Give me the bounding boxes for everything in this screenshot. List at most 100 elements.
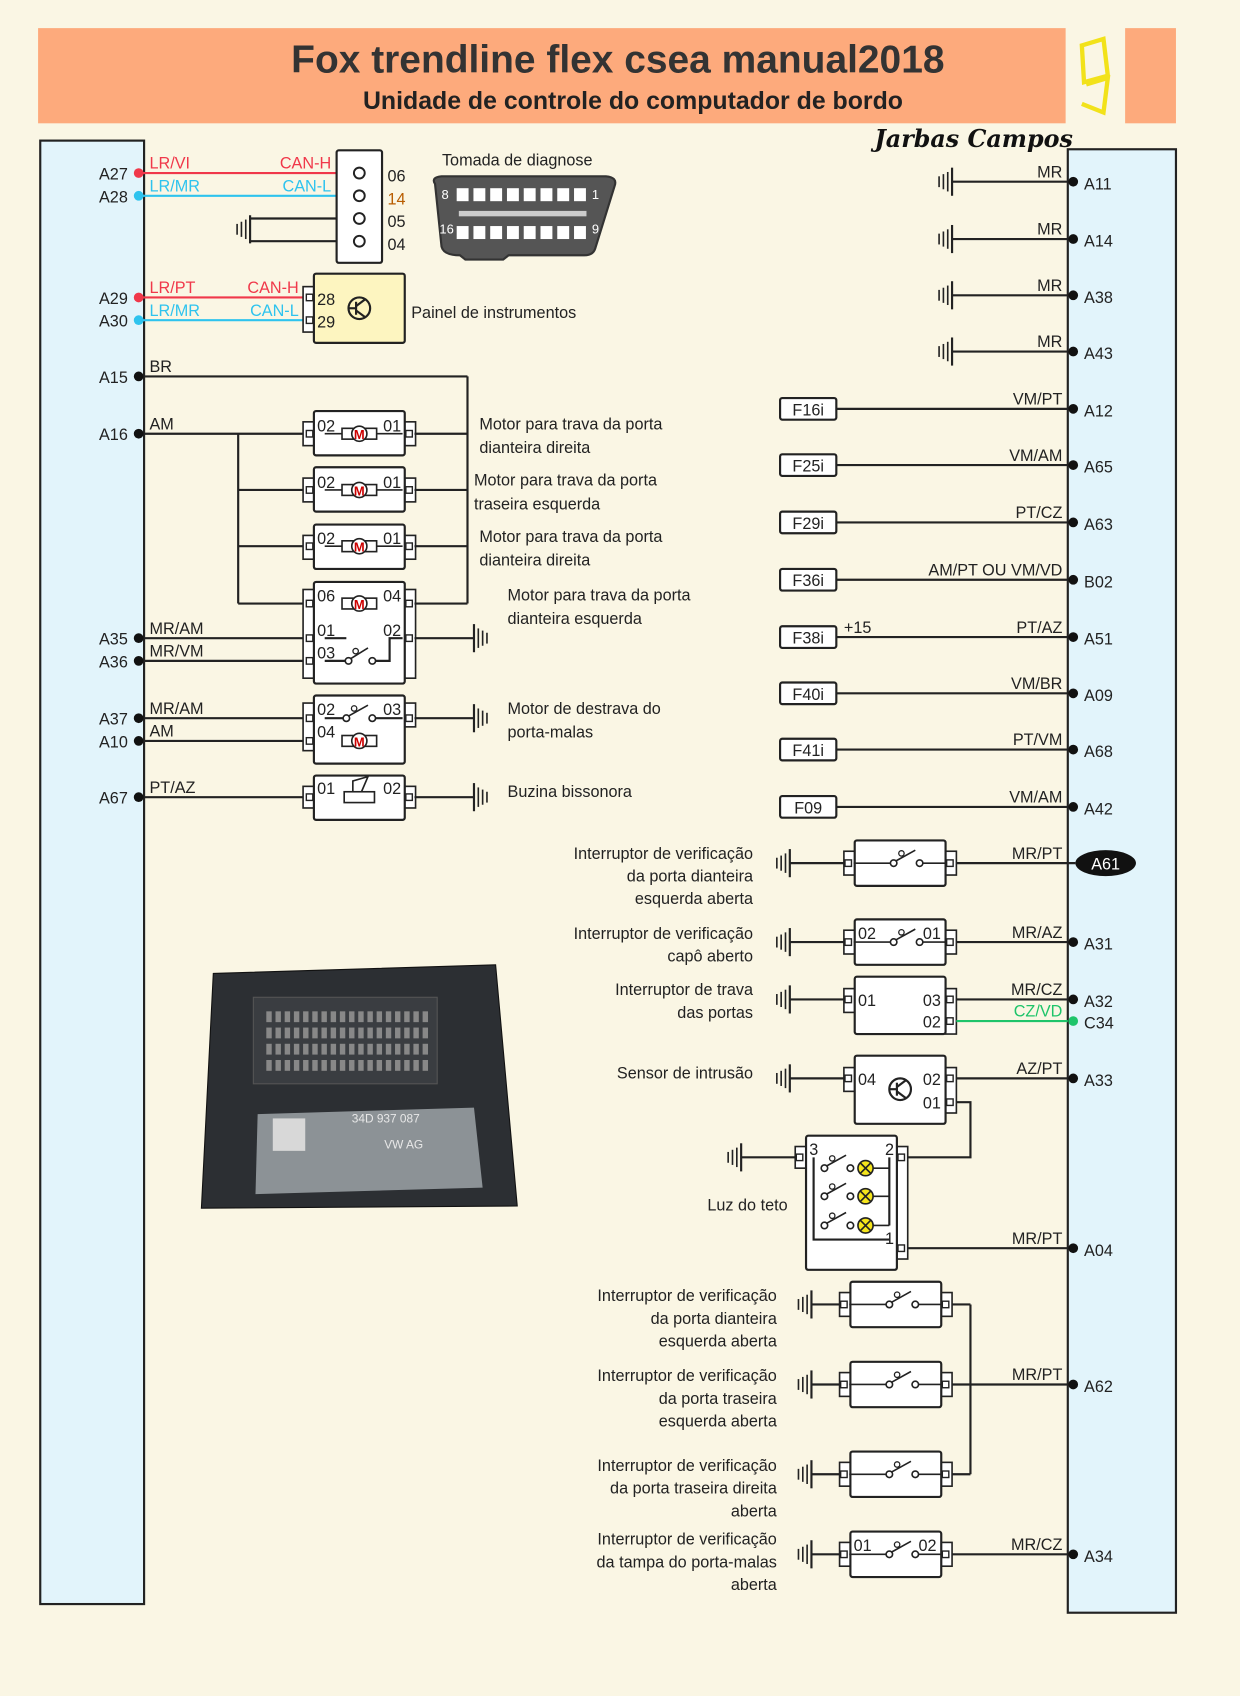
connector-tab <box>896 1145 909 1260</box>
wire-color-label: LR/VI <box>149 155 190 173</box>
lamp-icon <box>857 1217 874 1234</box>
obd-pin <box>523 226 536 240</box>
pin-terminal <box>941 1300 950 1309</box>
pin-label-a36: A36 <box>99 653 128 671</box>
obd-pin <box>574 188 586 202</box>
pin-number: 01 <box>383 418 401 436</box>
socket-icon <box>352 166 366 180</box>
ignition-note: +15 <box>844 619 872 637</box>
component-label: das portas <box>677 1004 753 1022</box>
connector-pin-dot <box>1068 403 1079 414</box>
pin-terminal <box>305 736 314 745</box>
pin-number: 1 <box>885 1230 894 1248</box>
pin-number: 03 <box>923 992 941 1010</box>
signal-label: CAN-H <box>247 279 298 297</box>
component-label: Interruptor de verificação <box>574 845 753 863</box>
module-pin <box>349 1027 355 1039</box>
horn-icon <box>343 790 376 804</box>
pin-terminal <box>945 938 954 947</box>
module-pin <box>330 1060 337 1071</box>
wire-color-label: LR/MR <box>149 302 199 320</box>
module-pin <box>404 1027 410 1039</box>
pin-label-a37: A37 <box>99 711 128 729</box>
motor-icon: M <box>341 595 378 612</box>
pin-number: 3 <box>809 1141 818 1159</box>
module-pin <box>422 1060 429 1071</box>
module-brand: VW AG <box>384 1138 423 1152</box>
pin-label-a63: A63 <box>1084 516 1113 534</box>
ground-icon <box>938 224 954 254</box>
header-side-block <box>1125 28 1176 124</box>
svg-text:M: M <box>354 427 365 442</box>
module-pin <box>321 1060 327 1071</box>
connector-pin-dot <box>1068 1549 1079 1560</box>
module-pin <box>367 1060 373 1071</box>
socket-icon <box>352 212 366 225</box>
component-label: Interruptor de verificação <box>597 1457 776 1475</box>
component-label: da porta dianteira <box>651 1310 778 1328</box>
component-label: Interruptor de verificação <box>597 1367 776 1385</box>
pin-label-a34: A34 <box>1084 1548 1113 1566</box>
obd-pin-label: 9 <box>592 222 599 237</box>
module-pin <box>404 1060 410 1071</box>
connector-pin-dot <box>1068 290 1079 301</box>
pin-label-a38: A38 <box>1084 289 1113 307</box>
component-label: Interruptor de verificação <box>597 1531 776 1549</box>
module-pin <box>358 1011 364 1023</box>
fuse-label: F29i <box>792 515 824 533</box>
diagnose-label: Tomada de diagnose <box>442 151 593 169</box>
logo-icon <box>1079 36 1111 116</box>
pin-terminal <box>844 1074 853 1083</box>
pin-label-a09: A09 <box>1084 687 1113 705</box>
wire-color-label: MR/PT <box>1012 1366 1063 1384</box>
connector-pin-dot <box>133 315 144 326</box>
pin-label-a12: A12 <box>1084 402 1113 420</box>
wire-color-label: VM/BR <box>1011 675 1062 693</box>
connector-pin-dot <box>133 792 144 803</box>
module-pin <box>395 1011 401 1023</box>
pin-terminal <box>405 599 414 608</box>
module-pin <box>266 1011 272 1023</box>
connector-pin-dot <box>133 292 144 303</box>
module-pin <box>367 1027 373 1039</box>
pin-number: 02 <box>317 474 335 492</box>
pin-label-a11: A11 <box>1084 175 1112 193</box>
connector-pin-dot <box>1068 346 1079 357</box>
obd-pin <box>490 226 503 240</box>
component-label: da porta traseira direita <box>610 1480 778 1498</box>
connector-pin-dot <box>1068 1243 1079 1254</box>
wire-color-label: PT/AZ <box>1016 619 1062 637</box>
wire-color-label: MR <box>1037 277 1062 295</box>
module-qr-code <box>272 1118 306 1151</box>
module-pin <box>284 1011 291 1023</box>
wire-color-label: LR/MR <box>149 177 199 195</box>
pin-terminal <box>941 1550 950 1559</box>
connector-pin-dot <box>1068 744 1079 755</box>
module-pin <box>321 1027 327 1039</box>
motor-icon: M <box>341 537 378 555</box>
obd-pin <box>557 188 570 202</box>
wire-color-label: MR/PT <box>1012 845 1063 863</box>
connector-pin-dot <box>1068 1379 1079 1390</box>
svg-text:M: M <box>354 597 365 612</box>
obd-pin <box>540 188 553 202</box>
pin-terminal <box>405 542 414 551</box>
connector-pin-dot <box>133 736 144 746</box>
obd-pin <box>473 226 486 240</box>
socket-icon <box>352 234 366 248</box>
pin-label-a35: A35 <box>99 631 128 649</box>
pin-label-c34: C34 <box>1084 1015 1114 1033</box>
connector-pin-dot <box>1068 1016 1079 1026</box>
pin-terminal <box>405 634 414 643</box>
connector-pin-dot <box>133 168 144 178</box>
pin-number: 02 <box>919 1537 937 1555</box>
obd-pin <box>523 188 536 202</box>
module-pin <box>266 1027 272 1039</box>
motor-icon: M <box>341 481 378 498</box>
pin-label-a33: A33 <box>1084 1072 1113 1090</box>
component-label: traseira esquerda <box>474 495 601 513</box>
pin-label-a15: A15 <box>99 369 128 387</box>
module-pin <box>275 1060 281 1071</box>
wire <box>907 1101 972 1159</box>
pin-number: 02 <box>923 1071 941 1089</box>
